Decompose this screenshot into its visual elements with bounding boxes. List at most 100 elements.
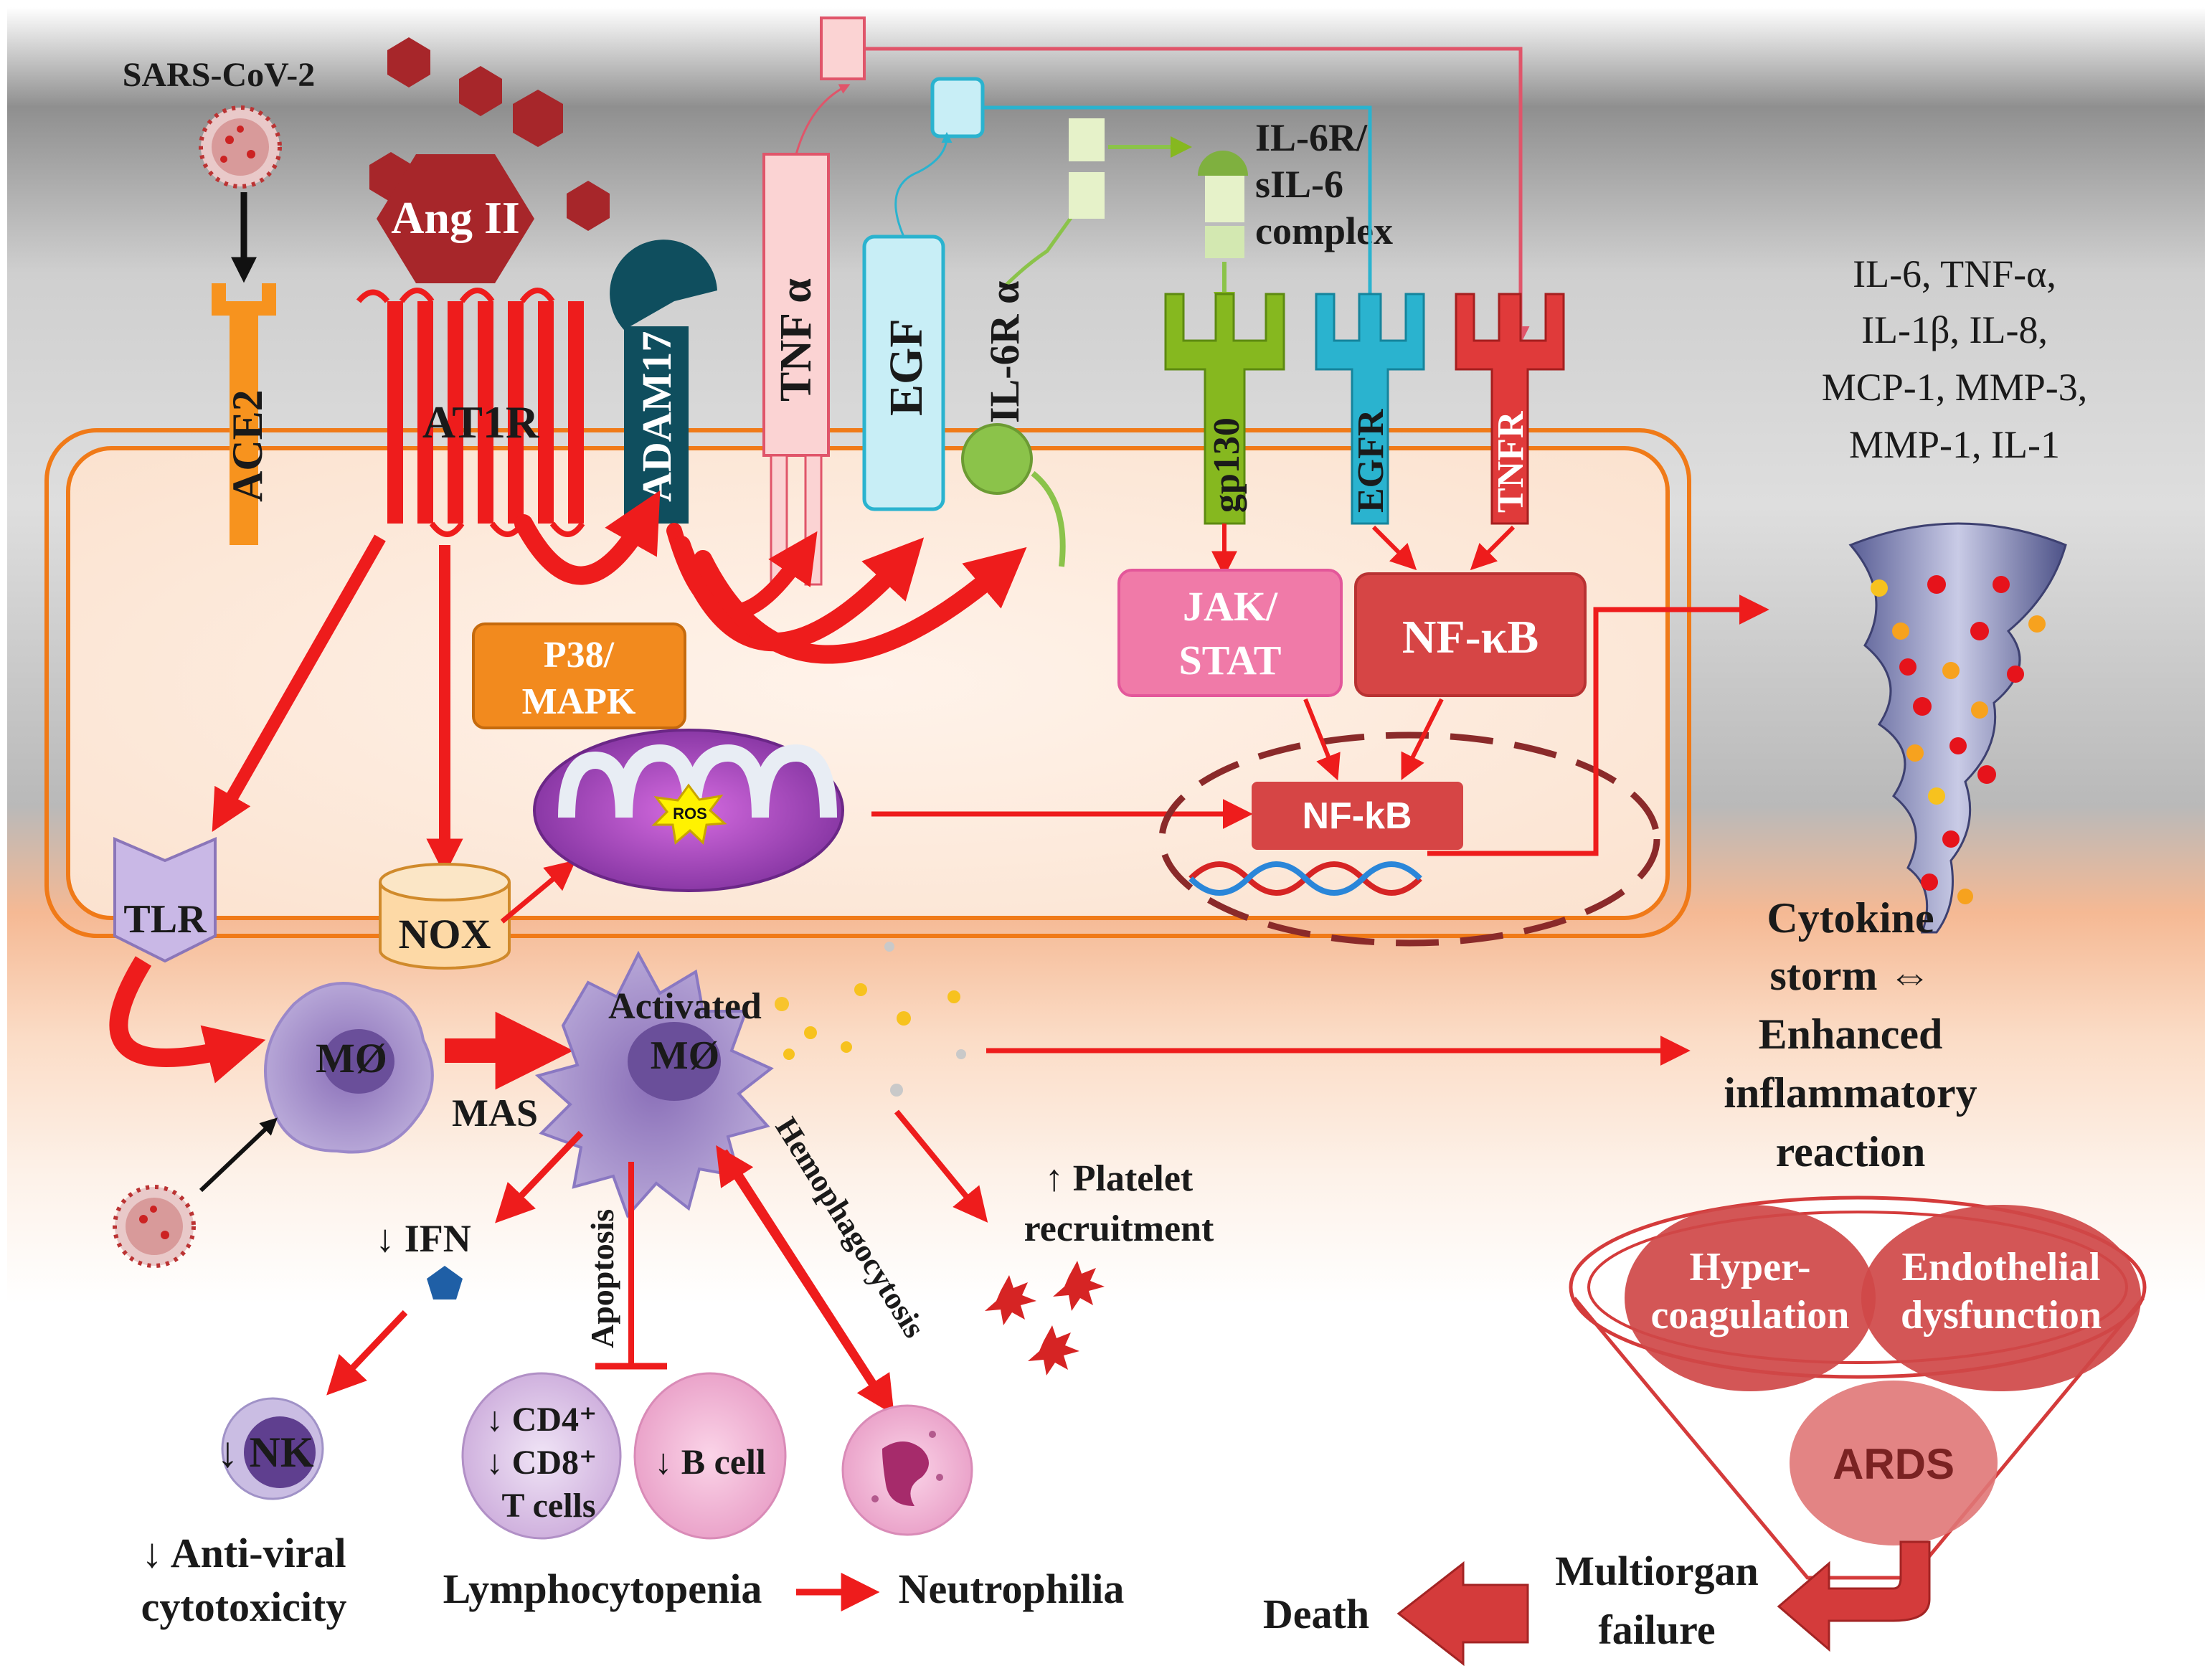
virus-to-macrophage-arrow xyxy=(199,1117,278,1193)
nfkb-to-nucleus-arrow xyxy=(1401,698,1444,780)
cytokine-line: IL-1β, IL-8, xyxy=(1861,308,2048,351)
il6r-sil6-complex xyxy=(1198,151,1248,313)
egf-label: EGF xyxy=(880,318,932,416)
nk-label: ↓ NK xyxy=(217,1429,314,1476)
jak-stat-box xyxy=(1117,569,1343,697)
ifn-to-nk-arrow xyxy=(326,1310,408,1396)
macrophage-label: MØ xyxy=(316,1035,387,1081)
tcells-line3: T cells xyxy=(501,1487,595,1525)
platelet-label-line1: ↑ Platelet xyxy=(1045,1158,1194,1199)
p38-mapk-box xyxy=(472,622,686,729)
ang-ii-label: Ang II xyxy=(391,192,520,243)
ace2-receptor xyxy=(212,283,276,545)
lymphocytopenia-label: Lymphocytopenia xyxy=(443,1566,762,1612)
ifn-label: ↓ IFN xyxy=(375,1217,471,1260)
egf-to-egfr-line xyxy=(983,105,1379,344)
at1r-receptor xyxy=(356,288,585,537)
adam17-label: ADAM17 xyxy=(633,331,680,502)
tnfr-to-nfkb-arrow xyxy=(1470,525,1516,571)
ros-label: ROS xyxy=(673,805,707,823)
mitochondrion xyxy=(533,729,844,892)
storm-line: Enhanced xyxy=(1759,1010,1943,1058)
multiorgan-line2: failure xyxy=(1598,1606,1715,1653)
jak-stat-label-line1: JAK/ xyxy=(1183,583,1278,630)
hemophagocytosis-arrow-back xyxy=(716,1145,882,1397)
activated-label-line1: Activated xyxy=(608,986,762,1027)
cytokine-line: IL-6, TNF-α, xyxy=(1853,252,2056,295)
tlr-receptor xyxy=(113,836,217,963)
macrophage xyxy=(264,982,434,1154)
sars-cov-2-label: SARS-CoV-2 xyxy=(123,56,315,94)
bcell-label: ↓ B cell xyxy=(654,1441,766,1482)
released-cytokine-particles xyxy=(775,942,966,1097)
sars-cov-2-virus-2 xyxy=(113,1185,196,1268)
jak-stat-label-line2: STAT xyxy=(1179,637,1282,683)
funnel-body xyxy=(1573,1297,2145,1580)
ang-ii-cluster xyxy=(369,37,610,283)
hypercoag-line1: Hyper- xyxy=(1690,1245,1811,1289)
tlr-to-macrophage-arrow xyxy=(109,956,266,1084)
cytokine-line: MCP-1, MMP-3, xyxy=(1822,366,2088,409)
platelets-icon xyxy=(985,1261,1105,1376)
tlr-label: TLR xyxy=(123,897,207,942)
tcells-line1: ↓ CD4⁺ xyxy=(486,1401,597,1439)
at1r-label: AT1R xyxy=(422,397,539,448)
shed-tnf-fragment xyxy=(795,16,866,155)
mas-label: MAS xyxy=(452,1092,538,1135)
tnf-to-tnfr-line xyxy=(864,47,1530,344)
ards-circle xyxy=(1790,1381,1998,1545)
outcome-funnel xyxy=(1569,1196,2147,1580)
nfkb-label: NF-κB xyxy=(1402,611,1539,663)
shed-il6r-fragment xyxy=(1069,118,1192,219)
nfkb-box xyxy=(1354,572,1587,697)
hypercoag-line2: coagulation xyxy=(1651,1293,1850,1338)
hypercoag-circle xyxy=(1625,1205,1876,1391)
funnel-to-multiorgan-arrow xyxy=(1777,1540,1931,1652)
nucleus-nfkb-box xyxy=(1252,782,1463,850)
storm-line: reaction xyxy=(1776,1128,1926,1175)
complex-label-line2: sIL-6 xyxy=(1255,163,1343,206)
multiorgan-line1: Multiorgan xyxy=(1555,1548,1759,1594)
sars-cov-2-virus xyxy=(199,105,282,189)
adam17-activation-arrows xyxy=(514,490,1027,664)
ifn-pentagon-icon xyxy=(427,1266,463,1299)
p38-label-line1: P38/ xyxy=(544,635,615,676)
apoptosis-label: Apoptosis xyxy=(584,1209,620,1348)
tnfr-label: TNFR xyxy=(1490,410,1531,513)
gp130-label: gp130 xyxy=(1206,417,1247,513)
neutrophil xyxy=(841,1404,973,1536)
dna-to-cytokine-arrow xyxy=(1427,595,1769,856)
cytokine-storm-text: Cytokine storm ⇔ Enhanced inflammatory r… xyxy=(1724,894,1977,1175)
storm-line: inflammatory xyxy=(1724,1069,1977,1117)
nox-enzyme xyxy=(379,863,511,970)
death-label: Death xyxy=(1263,1591,1369,1637)
jak-to-nucleus-arrow xyxy=(1303,698,1341,781)
nox-label: NOX xyxy=(399,911,491,957)
ace2-label: ACE2 xyxy=(224,389,271,502)
tornado-icon xyxy=(1848,522,2067,934)
il6r-alpha xyxy=(961,194,1087,567)
storm-line: Cytokine xyxy=(1767,894,1934,942)
to-platelet-arrow xyxy=(894,1109,988,1223)
activated-macrophage xyxy=(534,950,774,1218)
tcells-line2: ↓ CD8⁺ xyxy=(486,1444,597,1482)
cytokine-line: MMP-1, IL-1 xyxy=(1849,423,2060,466)
dna-helix xyxy=(1188,861,1422,896)
b-cell xyxy=(633,1372,787,1540)
nox-to-mito-arrow xyxy=(500,860,576,924)
nucleus-boundary xyxy=(1158,732,1660,947)
endothelial-line1: Endothelial xyxy=(1902,1245,2101,1289)
il6r-alpha-label: IL-6R α xyxy=(981,281,1028,423)
tnf-alpha-label: TNF α xyxy=(772,278,821,402)
antiviral-line1: ↓ Anti-viral xyxy=(141,1530,346,1576)
p38-label-line2: MAPK xyxy=(522,681,636,722)
t-cells xyxy=(461,1372,622,1540)
neutrophilia-label: Neutrophilia xyxy=(899,1566,1125,1612)
endothelial-line2: dysfunction xyxy=(1901,1293,2102,1338)
shed-egf-fragment xyxy=(894,77,985,237)
activated-label-line2: MØ xyxy=(651,1033,719,1078)
complex-label-line1: IL-6R/ xyxy=(1255,116,1368,159)
antiviral-line2: cytotoxicity xyxy=(141,1583,347,1630)
egfr-label: EGFR xyxy=(1351,408,1391,513)
cytokine-list: IL-6, TNF-α, IL-1β, IL-8, MCP-1, MMP-3, … xyxy=(1822,252,2088,466)
